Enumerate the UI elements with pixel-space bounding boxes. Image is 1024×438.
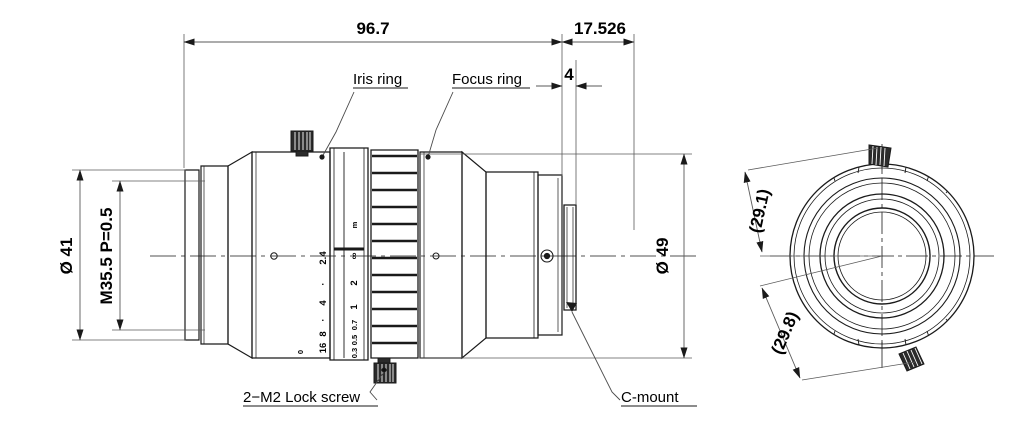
dimension-lines-right bbox=[420, 153, 692, 359]
ext-291-upper bbox=[747, 147, 879, 171]
iris-mark-2: 4 bbox=[318, 300, 329, 306]
iris-mark-4: 8 bbox=[318, 331, 329, 336]
dim-flange-block: 17.526 bbox=[574, 19, 626, 38]
leader-dot-iris bbox=[319, 154, 325, 160]
leader-iris bbox=[321, 91, 355, 158]
focus-mark-1: 2 bbox=[349, 280, 360, 285]
dim-thread-spec: M35.5 P=0.5 bbox=[97, 208, 116, 305]
focus-mark-4: 0.5 bbox=[350, 335, 359, 345]
rear-index-hole bbox=[432, 252, 440, 260]
leader-c-mount bbox=[571, 311, 621, 401]
leader-focus bbox=[427, 91, 454, 158]
front-bottom-lock-screw bbox=[898, 346, 925, 372]
leader-arrow-c-mount bbox=[566, 302, 577, 312]
dim-mount-step: 4 bbox=[564, 65, 574, 84]
focus-ring bbox=[370, 149, 419, 359]
dim-front-diameter: Ø 41 bbox=[57, 238, 76, 275]
rear-set-screw bbox=[540, 249, 554, 263]
dim-overall-length: 96.7 bbox=[356, 19, 389, 38]
c-mount-collar bbox=[537, 174, 563, 336]
label-c-mount: C-mount bbox=[621, 389, 679, 406]
c-mount-thread bbox=[563, 204, 577, 311]
ext-298-lower bbox=[801, 361, 916, 381]
label-focus-ring: Focus ring bbox=[452, 71, 522, 88]
dim-line-291 bbox=[743, 171, 764, 253]
iris-mark-3: · bbox=[318, 318, 329, 321]
focus-mark-3: 0.7 bbox=[350, 320, 359, 330]
iris-scale-group: 2.4 · 4 · 8 16 0 bbox=[296, 251, 329, 354]
front-top-lock-screw bbox=[868, 144, 892, 168]
iris-ring bbox=[329, 147, 369, 361]
dim-body-diameter: Ø 49 bbox=[653, 238, 672, 275]
callout-underlines bbox=[243, 87, 697, 407]
focus-mark-5: 0.3 bbox=[350, 348, 359, 358]
focus-mark-0: ∞ bbox=[349, 252, 360, 259]
dimension-lines-top bbox=[183, 34, 635, 230]
leader-dot-focus bbox=[425, 154, 431, 160]
top-lock-screw bbox=[290, 130, 314, 157]
iris-end-mark: 0 bbox=[296, 350, 305, 354]
iris-mark-0: 2.4 bbox=[318, 251, 329, 265]
callout-leaders bbox=[321, 91, 621, 401]
body-index-hole bbox=[270, 252, 278, 260]
rear-cylinder bbox=[485, 171, 539, 339]
front-dimension-lines bbox=[743, 147, 916, 381]
focus-mark-2: 1 bbox=[349, 304, 360, 310]
focus-scale-group: m ∞ 2 1 0.7 0.5 0.3 bbox=[343, 152, 360, 358]
iris-mark-1: · bbox=[318, 282, 329, 285]
leader-lock-screw bbox=[369, 371, 385, 401]
iris-mark-5: 16 bbox=[318, 343, 329, 354]
dimension-lines-left bbox=[72, 169, 205, 341]
focus-ring-knurl bbox=[372, 154, 417, 345]
label-iris-ring: Iris ring bbox=[353, 71, 402, 88]
focus-unit: m bbox=[350, 221, 359, 228]
dim-line-298 bbox=[761, 287, 801, 379]
ext-298-upper bbox=[759, 255, 883, 287]
label-lock-screw: 2−M2 Lock screw bbox=[243, 389, 360, 406]
front-filter-ring bbox=[184, 169, 200, 341]
